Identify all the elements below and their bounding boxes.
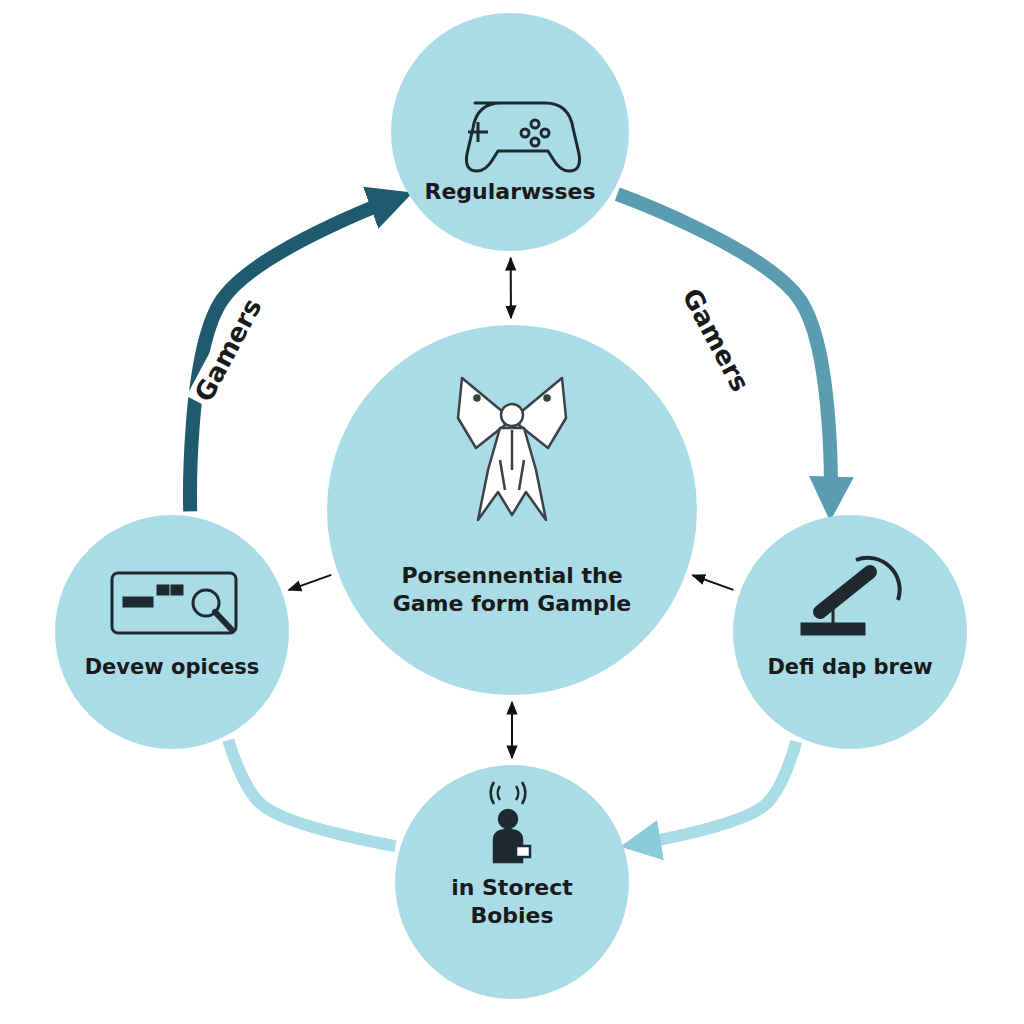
- node-label: Devew opicess: [72, 654, 272, 680]
- connector-arrow: [693, 575, 734, 590]
- bow-figure-icon: [458, 378, 566, 520]
- node-label: Regularwsses: [405, 178, 615, 206]
- circle-node: Defi dap brew: [732, 514, 968, 750]
- circle-node: Porsennential the Game form Gample: [326, 324, 698, 696]
- circle-node: in Storect Bobies: [394, 764, 630, 1000]
- card-search-icon: [112, 573, 236, 633]
- circle-node: Devew opicess: [54, 514, 290, 750]
- connector-arrow: [636, 741, 796, 844]
- circle-outline: [326, 324, 698, 696]
- connector-arrow: [289, 575, 332, 590]
- circle-outline: [54, 514, 290, 750]
- connector-arrow: [510, 258, 512, 318]
- circle-shape: [395, 765, 629, 999]
- circle-outline: [390, 12, 630, 252]
- connector-arrow: [511, 702, 513, 758]
- circle-shape: [327, 325, 697, 695]
- node-label: Defi dap brew: [750, 654, 950, 680]
- connector-arrow: [228, 740, 395, 846]
- circle-shape: [391, 13, 629, 251]
- gamepad-icon: [466, 103, 579, 171]
- node-label: in Storect Bobies: [437, 874, 587, 929]
- circle-shape: [55, 515, 289, 749]
- node-label: Porsennential the Game form Gample: [372, 562, 652, 617]
- microphone-icon: [802, 558, 900, 634]
- circle-node: Regularwsses: [390, 12, 630, 252]
- edge-label: Gamers: [675, 280, 758, 400]
- person-signal-icon: [491, 782, 530, 862]
- circle-outline: [732, 514, 968, 750]
- circle-shape: [733, 515, 967, 749]
